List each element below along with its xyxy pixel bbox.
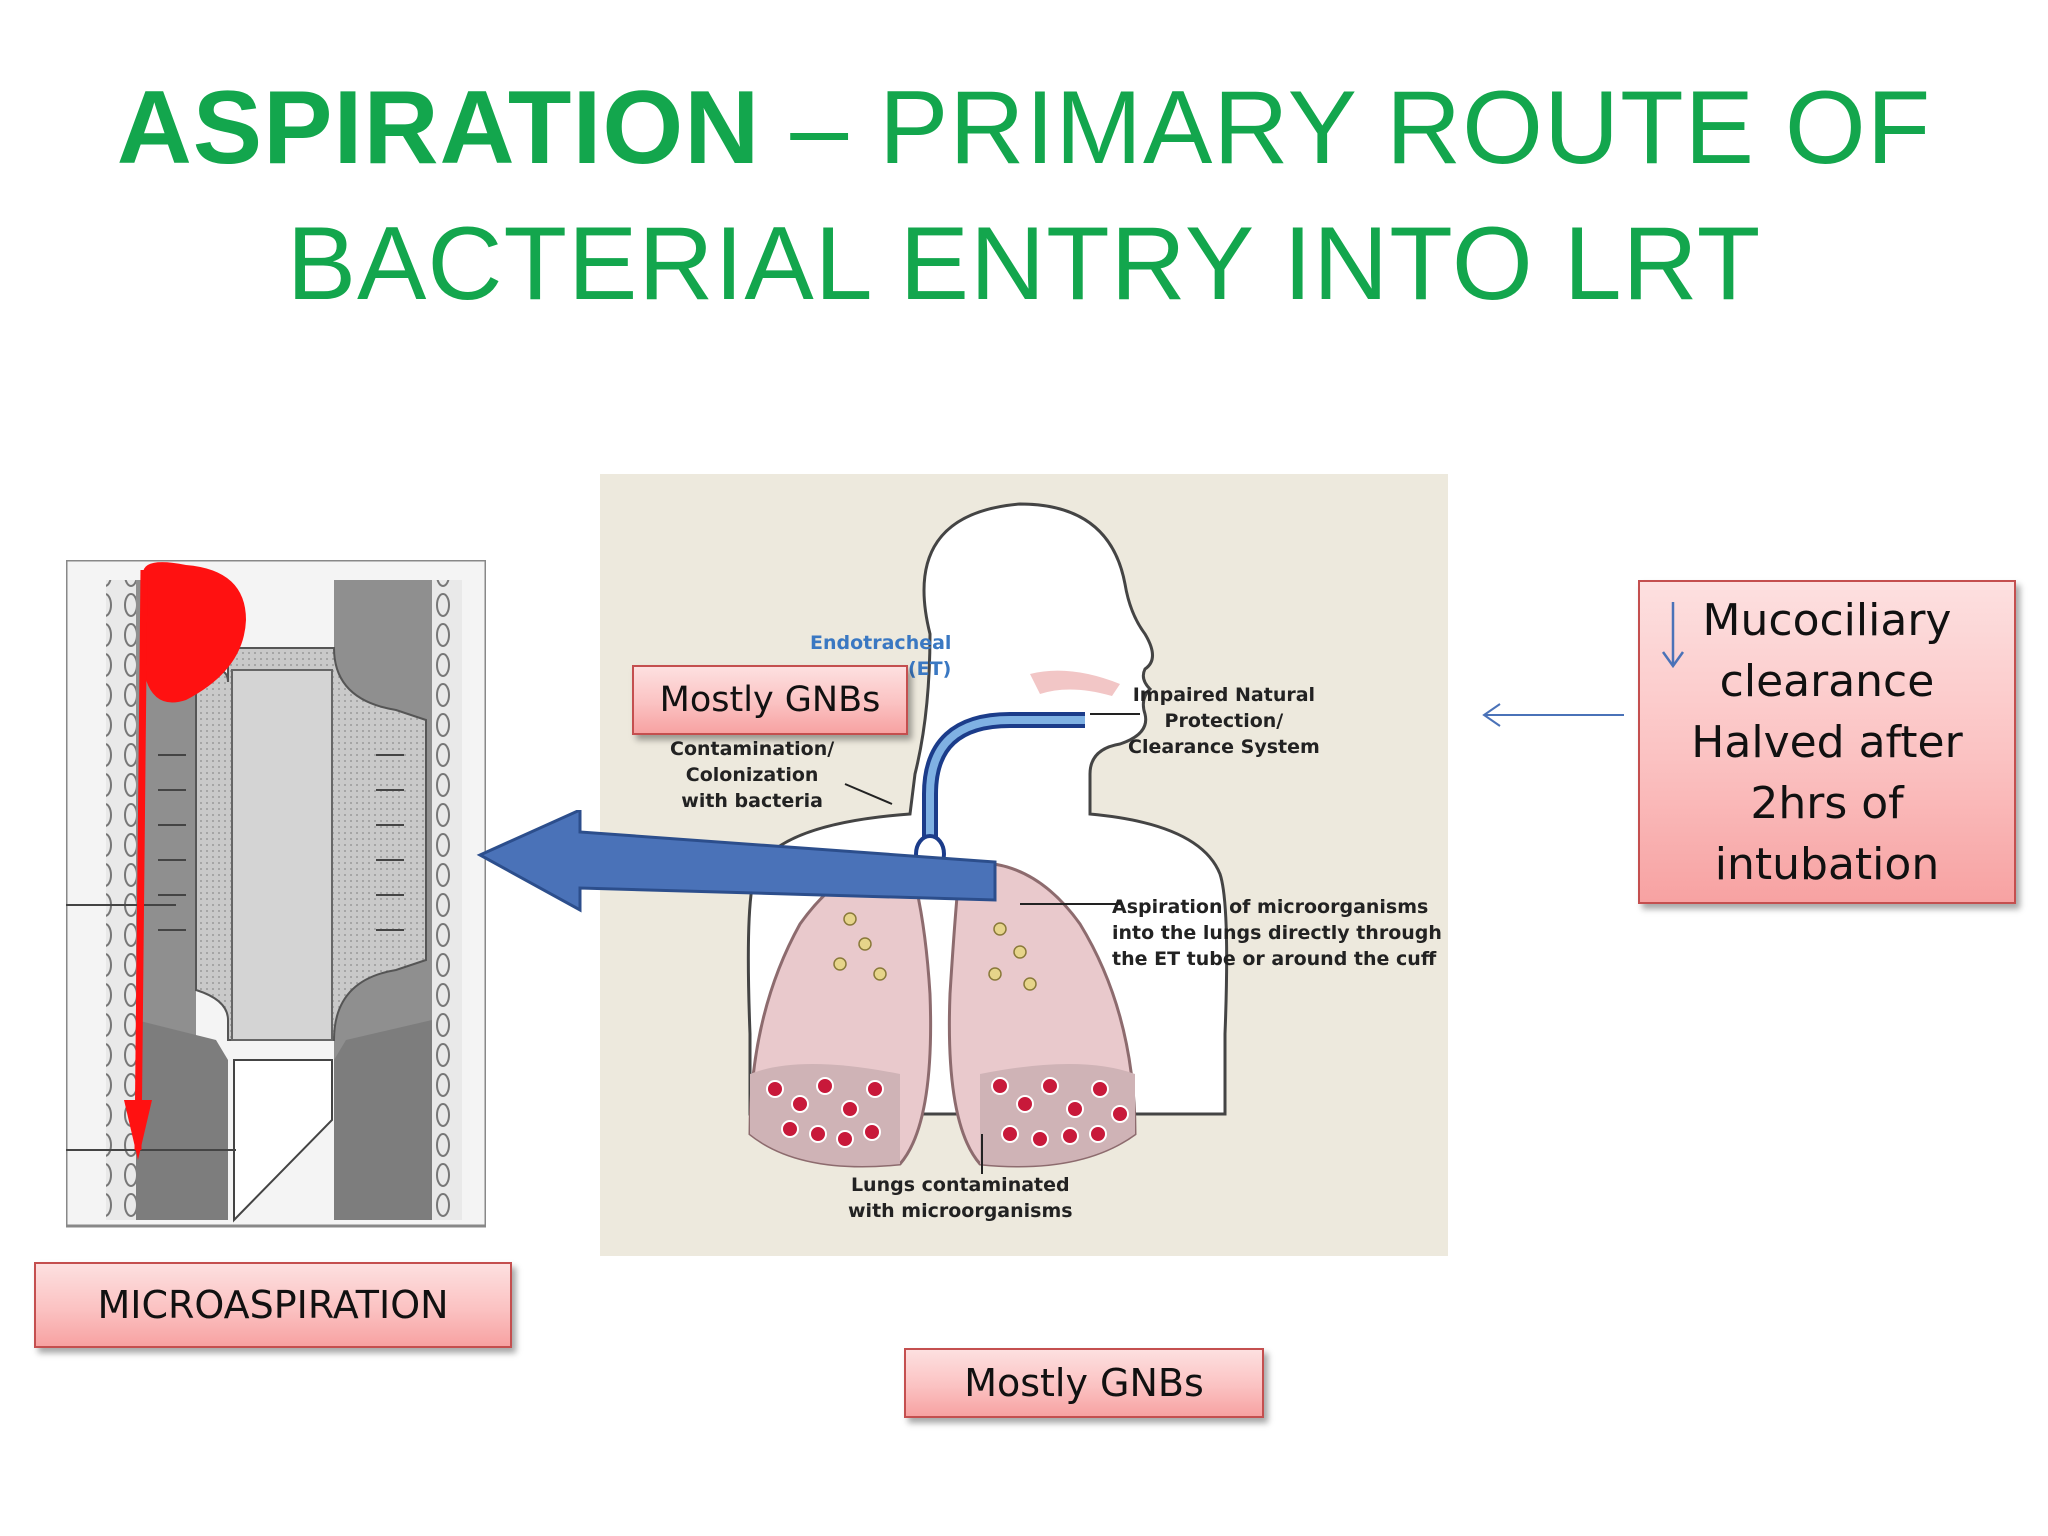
mucociliary-callout: Mucociliary clearance Halved after 2hrs … <box>1638 580 2016 904</box>
lungs-illustration <box>746 502 1229 1174</box>
mostly-gnbs-top-label: Mostly GNBs <box>659 680 881 720</box>
mostly-gnbs-top-callout: Mostly GNBs <box>632 665 908 735</box>
microaspiration-callout: MICROASPIRATION <box>34 1262 512 1348</box>
label-lungs-contaminated: Lungs contaminated with microorganisms <box>848 1174 1073 1222</box>
mucociliary-line-1: Mucociliary <box>1702 594 1952 646</box>
microaspiration-label: MICROASPIRATION <box>97 1283 449 1327</box>
blue-arrow <box>476 810 997 913</box>
label-aspiration-microorganisms: Aspiration of microorganisms into the lu… <box>1112 896 1442 970</box>
mucociliary-line-2: clearance <box>1719 655 1935 707</box>
title-line-2: BACTERIAL ENTRY INTO LRT <box>286 206 1762 322</box>
mostly-gnbs-bottom-label: Mostly GNBs <box>964 1361 1204 1405</box>
mostly-gnbs-bottom-callout: Mostly GNBs <box>904 1348 1264 1418</box>
label-contamination: Contamination/ Colonization with bacteri… <box>670 738 835 812</box>
label-endotracheal: Endotracheal <box>810 632 952 654</box>
thin-blue-arrow <box>1482 703 1624 727</box>
mucociliary-line-5: intubation <box>1714 838 1940 890</box>
et-cuff-illustration <box>64 558 488 1228</box>
et-cuff-diagram <box>64 558 488 1240</box>
title-rest-line1: – PRIMARY ROUTE OF <box>760 70 1932 186</box>
mucociliary-line-4: 2hrs of <box>1750 777 1904 829</box>
mucociliary-line-3: Halved after <box>1691 716 1963 768</box>
label-impaired-protection: Impaired Natural Protection/ Clearance S… <box>1128 684 1320 758</box>
label-et: (ET) <box>908 658 952 680</box>
title-line-1: ASPIRATION – PRIMARY ROUTE OF <box>0 60 2048 196</box>
down-arrow-icon <box>1661 602 1685 669</box>
title-bold: ASPIRATION <box>116 70 761 186</box>
slide-title: ASPIRATION – PRIMARY ROUTE OF BACTERIAL … <box>0 60 2048 332</box>
secretion-blob <box>140 562 246 703</box>
